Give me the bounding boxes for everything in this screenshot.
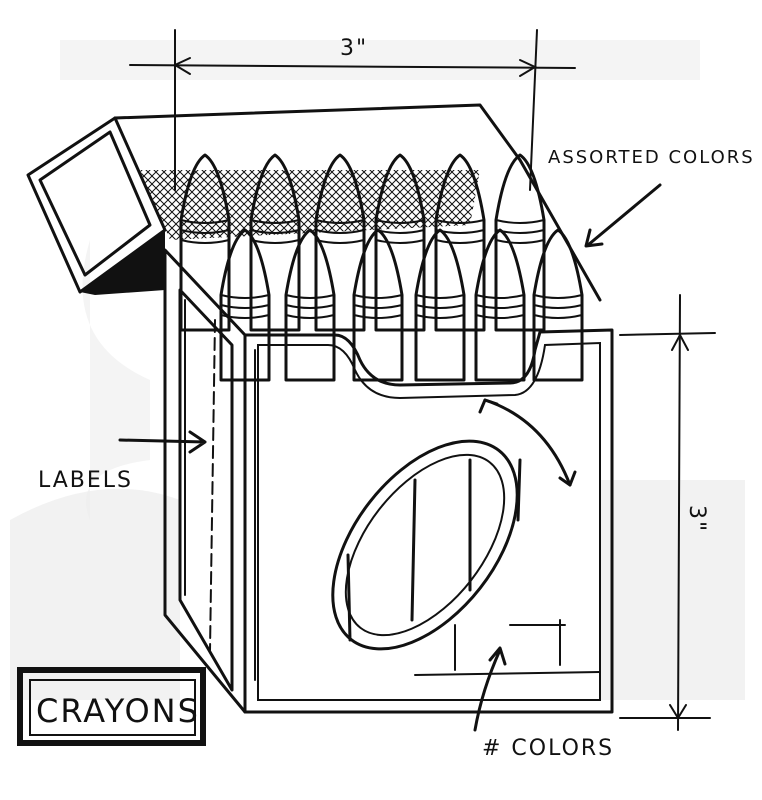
crayon — [494, 153, 546, 332]
crayon — [284, 228, 336, 382]
crayon — [414, 228, 466, 382]
labels-label: LABELS — [38, 468, 133, 493]
background-texture — [10, 40, 745, 700]
height-dimension: 3" — [619, 294, 716, 731]
height-label: 3" — [684, 505, 709, 533]
crayon — [532, 228, 584, 382]
crayons-title-stamp: CRAYONS — [17, 667, 206, 746]
assorted-colors-label: ASSORTED COLORS — [548, 147, 755, 168]
num-colors-callout: # COLORS — [473, 646, 614, 761]
crayons-title: CRAYONS — [36, 692, 200, 730]
num-colors-label: # COLORS — [482, 736, 614, 761]
crayon — [474, 228, 526, 382]
width-label: 3" — [340, 36, 368, 61]
crayons — [179, 153, 584, 382]
width-dimension: 3" — [129, 29, 576, 191]
assorted-colors-callout: ASSORTED COLORS — [548, 147, 755, 248]
crayon — [179, 153, 231, 332]
crayon — [352, 228, 404, 382]
labels-callout: LABELS — [38, 430, 207, 493]
box-front-panel — [243, 328, 614, 714]
box-side-panel — [163, 248, 256, 714]
